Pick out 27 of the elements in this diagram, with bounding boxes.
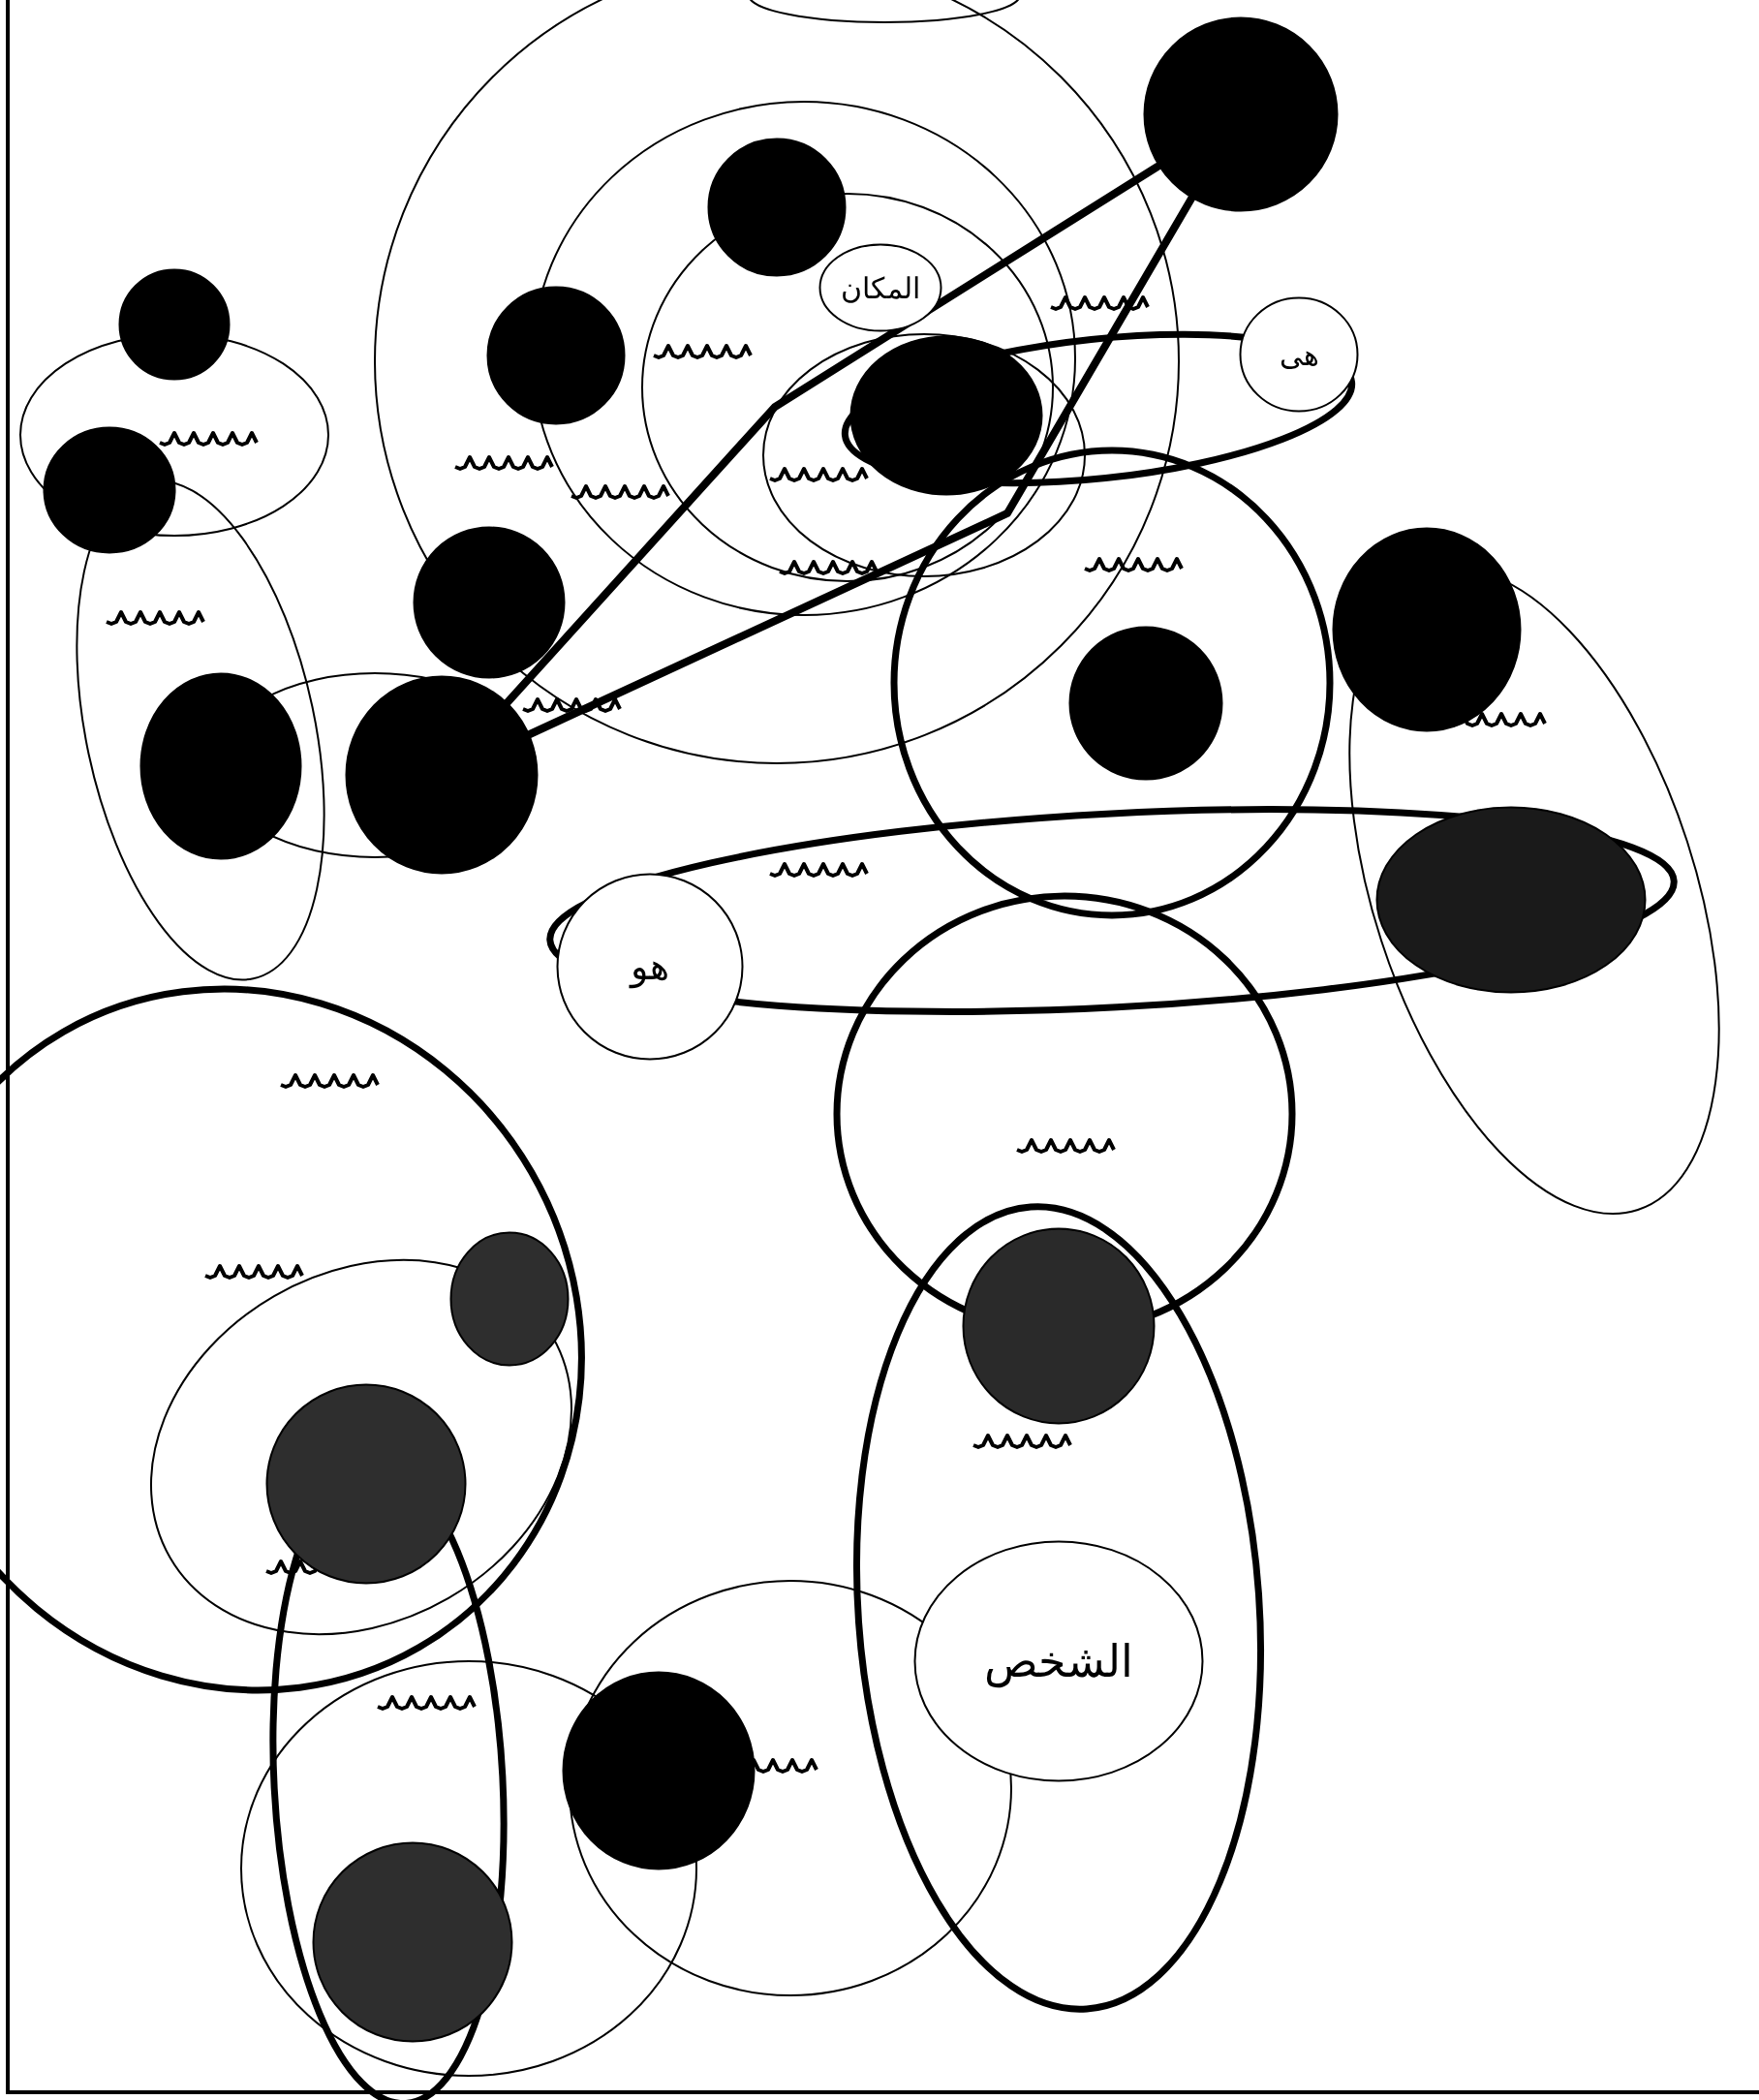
connector-line [504,163,1161,706]
filled-circle [849,335,1043,496]
filled-circle [1332,527,1522,732]
circle-node [818,243,942,332]
circle-node [1239,296,1359,413]
filled-circle [118,268,231,381]
filled-circle [707,138,847,277]
filled-circle [486,286,626,425]
node-label: هى [1279,337,1319,372]
connector-line [526,195,1195,738]
filled-circle [1143,16,1339,212]
filled-circle [312,1841,513,2043]
filled-circle [962,1227,1156,1425]
node-label: المكان [841,270,920,305]
filled-circle [43,426,176,554]
filled-circle [1375,806,1647,994]
filled-circle [139,672,302,860]
filled-circle [413,526,566,679]
circle-node [556,873,744,1061]
circle-node [913,1540,1204,1782]
node-label: الشخص [984,1635,1133,1687]
filled-circle [449,1231,570,1367]
node-label: هو [631,945,669,988]
filled-circle [562,1671,756,1870]
filled-circle [1068,626,1223,781]
filled-circle [265,1383,467,1585]
filled-circle [345,675,539,875]
